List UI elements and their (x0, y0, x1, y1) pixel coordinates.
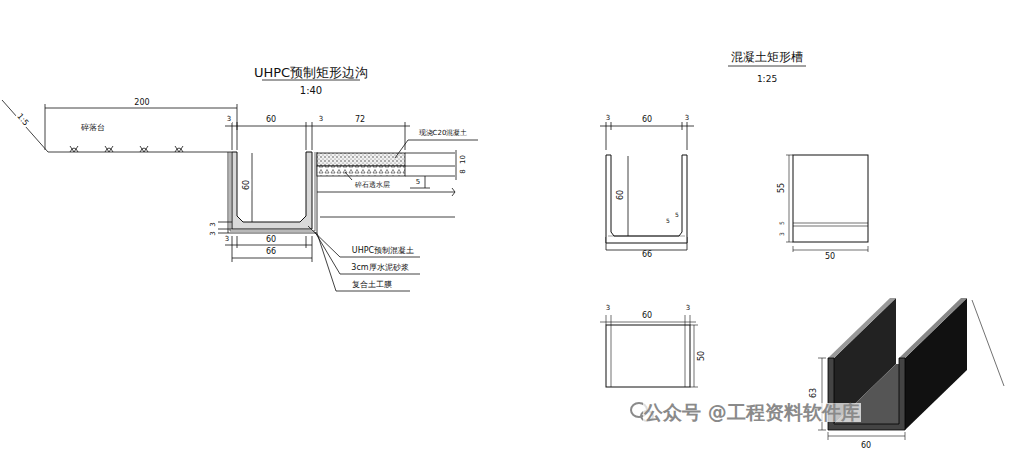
dimension-text: 55 (778, 182, 786, 194)
dimension-text: 72 (354, 116, 366, 124)
dimension-text: 3 (210, 230, 217, 236)
dimension-text: 3 (684, 115, 690, 122)
dimension-text: 3 (318, 116, 324, 123)
dimension-text: 63 (810, 387, 818, 399)
dimension-text: 60 (617, 189, 625, 201)
dimension-text: 碎落台 (80, 124, 106, 132)
dimension-text: 3 (210, 221, 217, 227)
dimension-text: 3 (224, 236, 230, 243)
dimension-text: 3 (226, 116, 232, 123)
dimension-text: 5 (665, 218, 671, 224)
dimension-text: 10 (459, 154, 466, 165)
dimension-text: 60 (641, 312, 653, 320)
dimension-text: 1:25 (756, 75, 778, 84)
dimension-text: 5 (415, 179, 421, 186)
dimension-text: 50 (698, 350, 706, 362)
dimension-text: 碎石透水层 (354, 182, 391, 189)
drawing-title: 混凝土矩形槽 (730, 51, 804, 63)
dimension-text: 3 (779, 231, 785, 237)
dimension-text: UHPC预制混凝土 (351, 247, 415, 255)
dimension-text: 1:40 (299, 86, 323, 96)
dimension-text: 5 (779, 220, 785, 226)
dimension-text: 60 (243, 179, 251, 191)
dimension-text: 66 (641, 251, 653, 259)
dimension-text: 5 (674, 212, 680, 218)
dimension-text: 60 (641, 116, 653, 124)
dimension-text: 3 (685, 305, 691, 312)
dimension-text: 200 (133, 99, 150, 107)
dimension-text: 66 (265, 248, 277, 256)
dimension-text: 3 (605, 305, 611, 312)
dimension-text: 1:5 (14, 112, 30, 129)
dimension-text: 50 (824, 253, 836, 261)
dimension-text: 现浇C20混凝土 (418, 130, 469, 137)
drawing-title: UHPC预制矩形边沟 (253, 66, 369, 79)
dimension-text: 60 (265, 236, 277, 244)
watermark-text: 公众号 @工程资料软件库 (643, 403, 861, 422)
dimension-text: 3cm厚水泥砂浆 (350, 264, 409, 272)
dimension-text: 8 (460, 168, 467, 174)
dimension-text: 3 (605, 115, 611, 122)
dimension-text: 复合土工膜 (351, 281, 393, 289)
dimension-text: 60 (860, 442, 872, 450)
dimension-text: 60 (265, 116, 277, 124)
